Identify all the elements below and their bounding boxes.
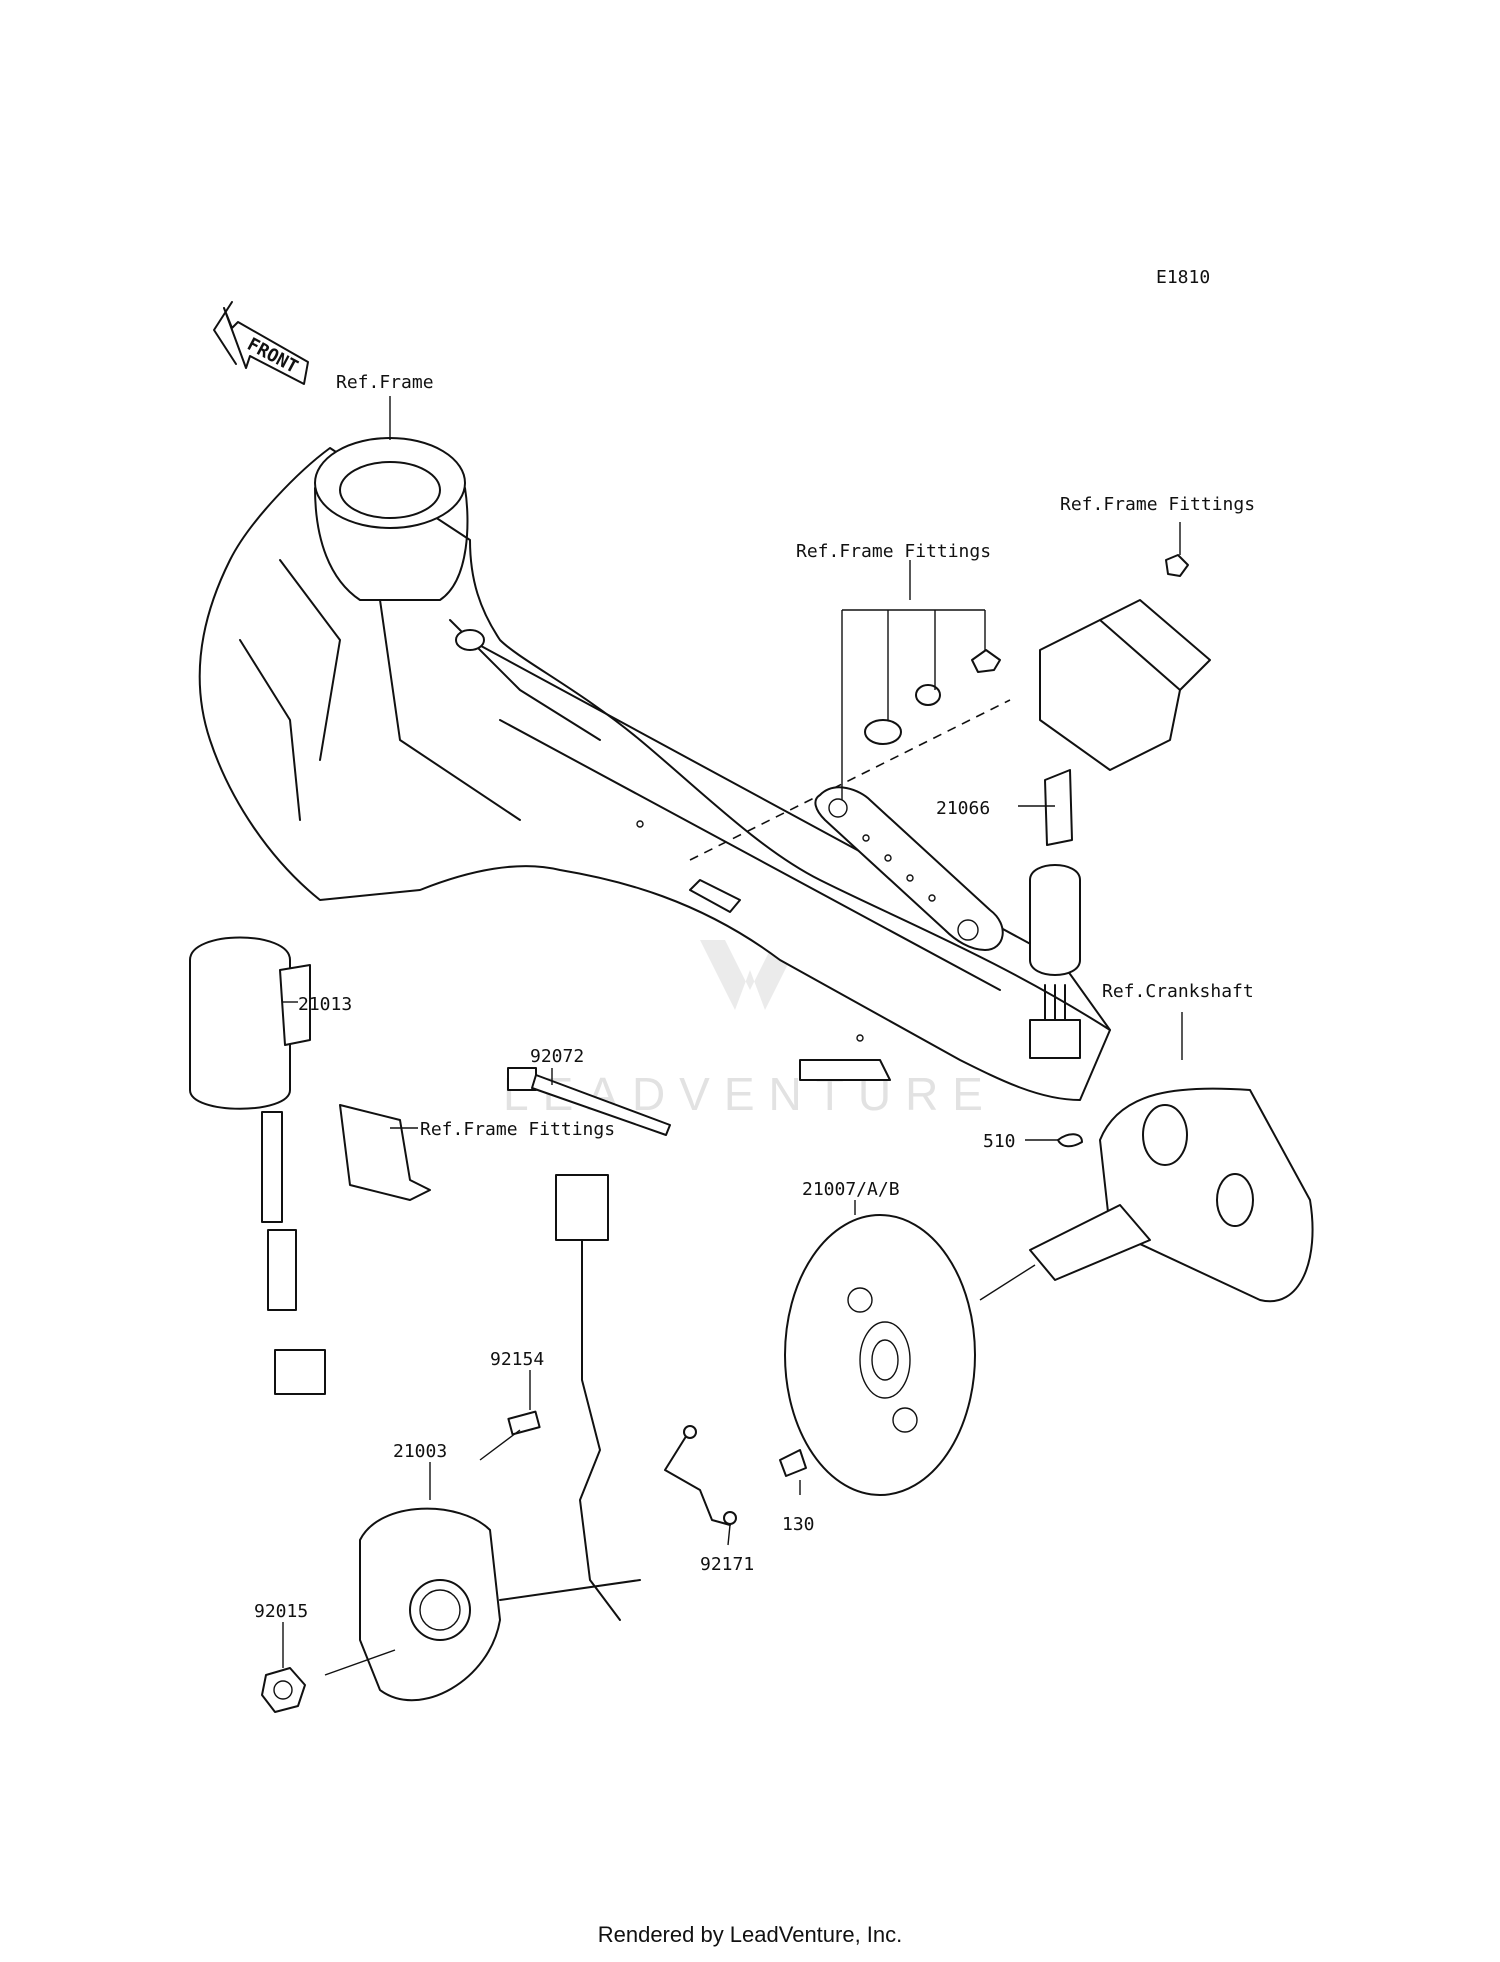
label-510: 510 (983, 1131, 1016, 1152)
label-ref-frame: Ref.Frame (336, 372, 434, 393)
label-92171: 92171 (700, 1554, 754, 1575)
label-92015: 92015 (254, 1601, 308, 1622)
label-ref-frame-fittings-lower: Ref.Frame Fittings (420, 1119, 615, 1140)
regulator-rectifier-21066 (1029, 599, 1211, 1059)
mount-guide-line (689, 699, 1011, 861)
label-21066: 21066 (936, 798, 990, 819)
woodruff-key-510 (1057, 1133, 1083, 1148)
nut (1165, 554, 1189, 577)
diagram-code: E1810 (1156, 267, 1210, 288)
grommet (864, 719, 902, 745)
front-arrow-icon: FRONT (213, 301, 309, 385)
label-ref-crankshaft: Ref.Crankshaft (1102, 981, 1254, 1002)
label-130: 130 (782, 1514, 815, 1535)
nut-92015 (261, 1649, 396, 1713)
footer-credit: Rendered by LeadVenture, Inc. (597, 1922, 903, 1947)
flywheel-rotor-21007 (784, 1214, 1036, 1496)
label-21007-a-b: 21007/A/B (802, 1179, 900, 1200)
bolt-92154 (479, 1410, 541, 1461)
ignition-coil-21013 (189, 936, 431, 1395)
front-arrow-label: FRONT (244, 334, 302, 378)
label-ref-frame-fittings-mid: Ref.Frame Fittings (796, 541, 991, 562)
label-ref-frame-fittings-top-right: Ref.Frame Fittings (1060, 494, 1255, 515)
leader-lines (282, 396, 1183, 1668)
bolt-130 (779, 1449, 807, 1477)
mounting-bracket (814, 554, 1189, 951)
label-21003: 21003 (393, 1441, 447, 1462)
bolt (971, 649, 1001, 673)
crankshaft (1029, 1087, 1314, 1303)
collar (915, 684, 941, 706)
label-92154: 92154 (490, 1349, 544, 1370)
wire-holder-92171 (664, 1425, 737, 1526)
stator-connector (555, 1174, 609, 1241)
label-21013: 21013 (298, 994, 352, 1015)
stator-21003 (359, 1174, 641, 1702)
frame-illustration (198, 437, 1111, 1101)
label-92072: 92072 (530, 1046, 584, 1067)
cable-tie-92072 (507, 1067, 671, 1136)
